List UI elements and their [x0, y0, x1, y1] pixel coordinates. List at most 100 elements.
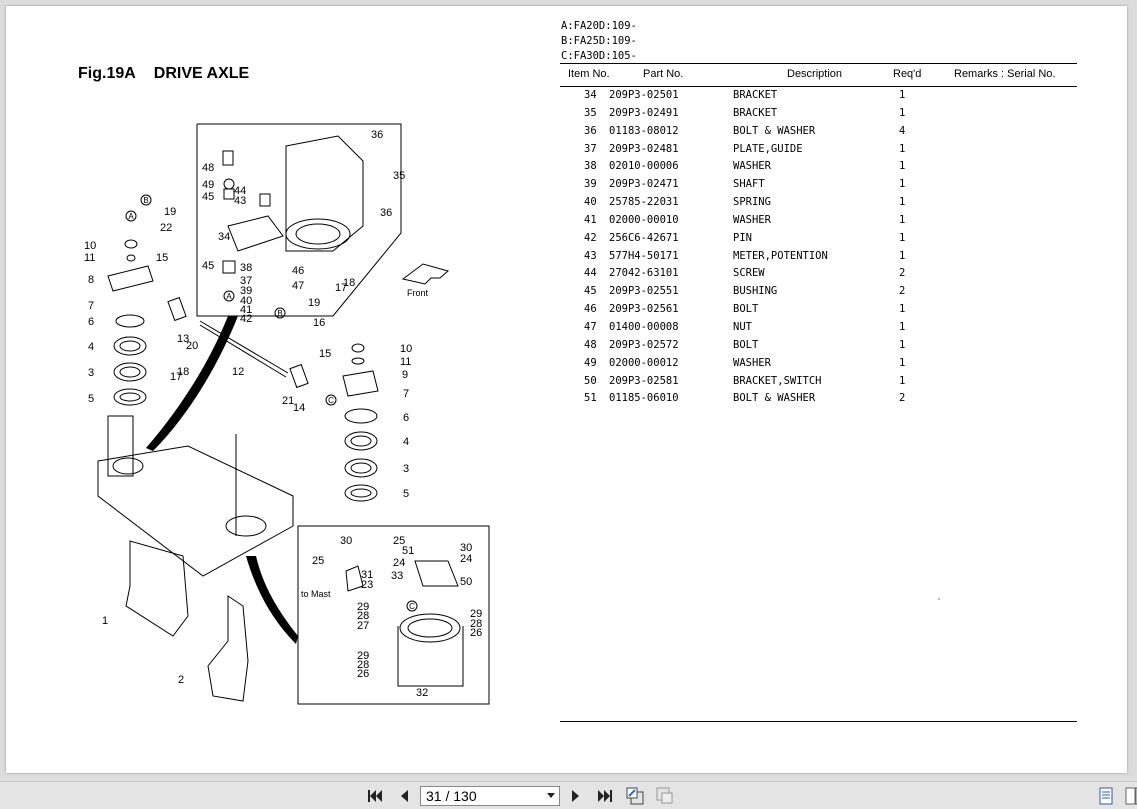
description: BRACKET,SWITCH [733, 375, 822, 387]
part-number: 01400-00008 [609, 321, 679, 333]
description: BRACKET [733, 107, 777, 119]
part-number: 209P3-02481 [609, 143, 679, 155]
svg-text:7: 7 [88, 300, 94, 312]
model-code-c: C:FA30D:105- [561, 49, 637, 64]
item-number: 44 [584, 267, 597, 279]
item-number: 35 [584, 107, 597, 119]
svg-text:12: 12 [232, 366, 244, 378]
part-number: 209P3-02581 [609, 375, 679, 387]
part-number: 01185-06010 [609, 392, 679, 404]
item-number: 47 [584, 321, 597, 333]
svg-text:35: 35 [393, 170, 405, 182]
part-number: 577H4-50171 [609, 250, 679, 262]
svg-text:32: 32 [416, 687, 428, 699]
svg-text:26: 26 [470, 627, 482, 639]
item-number: 51 [584, 392, 597, 404]
required-qty: 2 [899, 285, 905, 297]
page-number-select[interactable]: 31 / 130 [420, 786, 560, 806]
svg-text:20: 20 [186, 340, 198, 352]
required-qty: 1 [899, 160, 905, 172]
description: BOLT & WASHER [733, 392, 815, 404]
svg-text:33: 33 [391, 570, 403, 582]
svg-text:26: 26 [357, 668, 369, 680]
svg-text:15: 15 [319, 348, 331, 360]
svg-text:14: 14 [293, 402, 305, 414]
svg-text:3: 3 [88, 367, 94, 379]
previous-page-icon[interactable] [394, 786, 414, 806]
description: PIN [733, 232, 752, 244]
item-number: 40 [584, 196, 597, 208]
model-code-a: A:FA20D:109- [561, 19, 637, 34]
item-number: 42 [584, 232, 597, 244]
description: WASHER [733, 160, 771, 172]
header-reqd: Req'd [893, 68, 921, 80]
circle-letter-c-2: C [409, 602, 415, 611]
description: METER,POTENTION [733, 250, 828, 262]
item-number: 41 [584, 214, 597, 226]
svg-text:45: 45 [202, 260, 214, 272]
circle-letter-b: B [143, 196, 148, 205]
svg-text:18: 18 [177, 366, 189, 378]
svg-text:4: 4 [403, 436, 409, 448]
model-code-b: B:FA25D:109- [561, 34, 637, 49]
svg-text:11: 11 [84, 252, 95, 264]
header-remarks: Remarks : Serial No. [954, 68, 1055, 80]
part-number: 209P3-02501 [609, 89, 679, 101]
go-back-icon[interactable] [625, 786, 645, 806]
front-label: Front [407, 288, 429, 298]
first-page-icon[interactable] [365, 786, 385, 806]
description: BUSHING [733, 285, 777, 297]
svg-text:5: 5 [88, 393, 94, 405]
description: NUT [733, 321, 752, 333]
description: SPRING [733, 196, 771, 208]
required-qty: 2 [899, 267, 905, 279]
figure-number: Fig.19A [78, 65, 136, 82]
part-number: 256C6-42671 [609, 232, 679, 244]
go-forward-icon[interactable] [655, 786, 675, 806]
table-top-rule [560, 63, 1077, 64]
required-qty: 1 [899, 303, 905, 315]
to-mast-label: to Mast [301, 589, 331, 599]
svg-text:27: 27 [357, 620, 369, 632]
svg-text:16: 16 [313, 317, 325, 329]
description: PLATE,GUIDE [733, 143, 803, 155]
single-page-view-icon[interactable] [1096, 786, 1116, 806]
last-page-icon[interactable] [595, 786, 615, 806]
part-number: 209P3-02471 [609, 178, 679, 190]
part-number: 209P3-02561 [609, 303, 679, 315]
table-row: 47 01400-00008 NUT 1 [560, 318, 1077, 336]
part-number: 27042-63101 [609, 267, 679, 279]
required-qty: 1 [899, 143, 905, 155]
svg-text:30: 30 [340, 535, 352, 547]
two-page-view-icon[interactable] [1122, 786, 1137, 806]
required-qty: 1 [899, 89, 905, 101]
required-qty: 1 [899, 107, 905, 119]
item-number: 49 [584, 357, 597, 369]
part-number: 02000-00010 [609, 214, 679, 226]
svg-text:51: 51 [402, 545, 414, 557]
header-item-no: Item No. [568, 68, 610, 80]
circle-letter-a-2: A [226, 292, 232, 301]
svg-text:25: 25 [312, 555, 324, 567]
item-number: 37 [584, 143, 597, 155]
svg-text:34: 34 [218, 231, 230, 243]
part-number: 02010-00006 [609, 160, 679, 172]
svg-text:6: 6 [403, 412, 409, 424]
required-qty: 1 [899, 232, 905, 244]
required-qty: 1 [899, 321, 905, 333]
svg-text:19: 19 [308, 297, 320, 309]
svg-text:38: 38 [240, 262, 252, 274]
next-page-icon[interactable] [566, 786, 586, 806]
header-part-no: Part No. [643, 68, 683, 80]
